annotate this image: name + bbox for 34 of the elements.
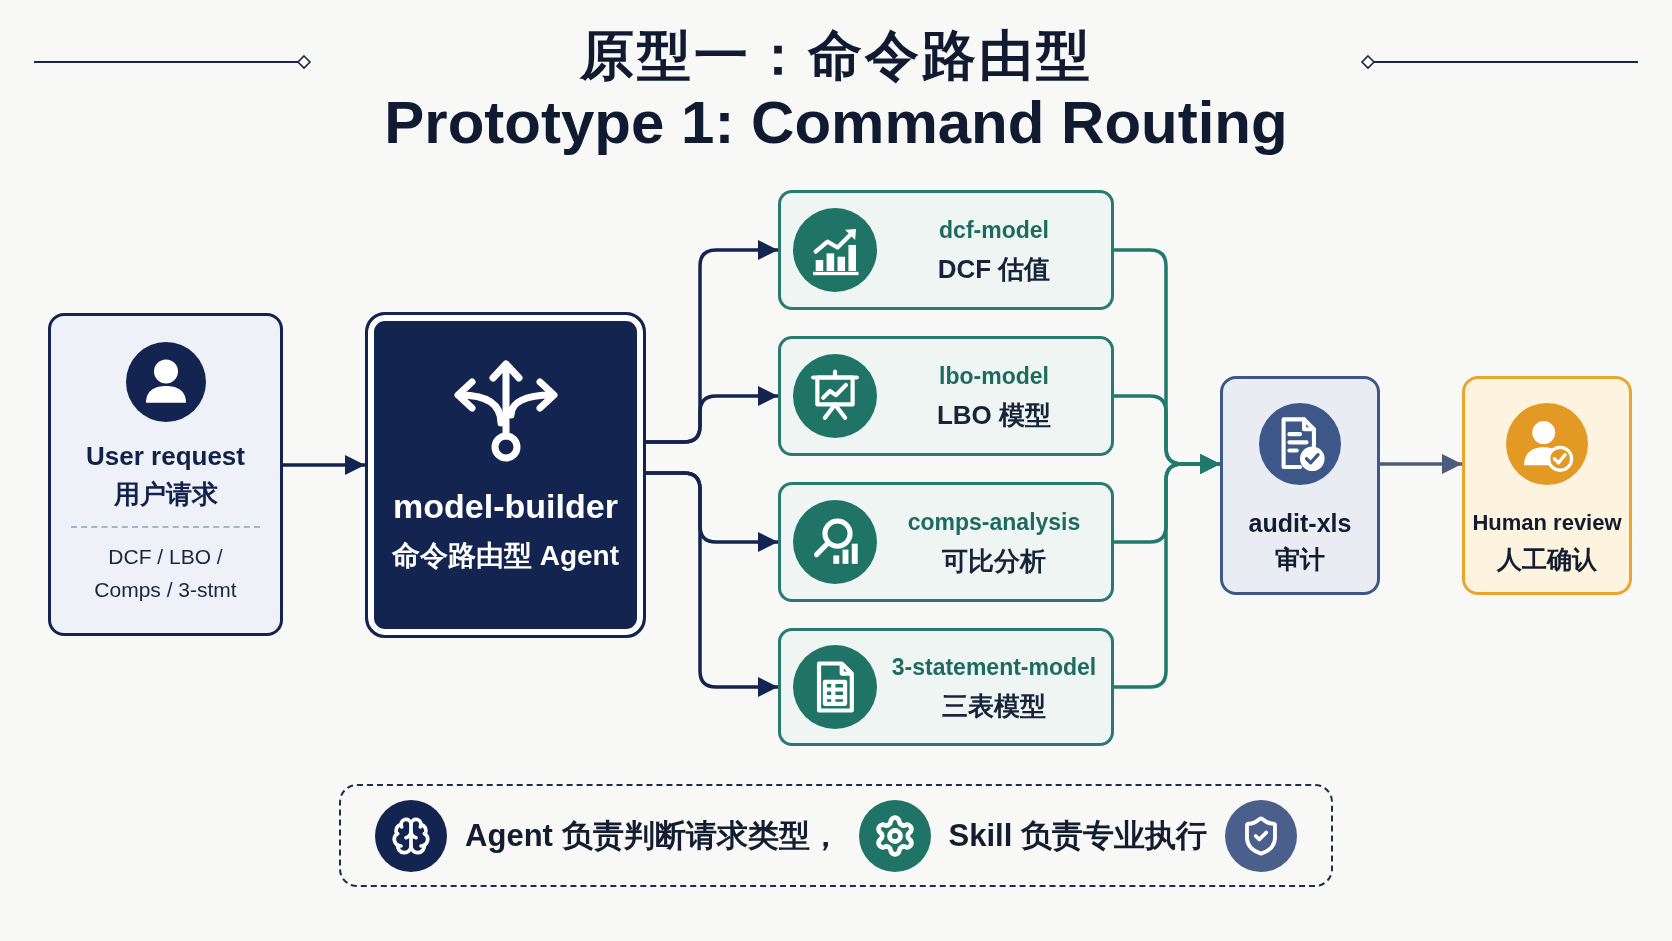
skill-card xyxy=(778,628,1114,746)
skill-label: 三表模型 xyxy=(942,690,1046,723)
card-subtitle: 用户请求 xyxy=(113,478,218,511)
note-banner xyxy=(339,784,1333,887)
audit-card xyxy=(1220,376,1380,595)
note-text: Agent 负责判断请求类型， xyxy=(465,816,841,855)
skill-label: DCF 估值 xyxy=(937,253,1051,286)
arrow xyxy=(1380,454,1462,474)
skill-label: LBO 模型 xyxy=(936,399,1052,432)
note-text: Skill 负责专业执行 xyxy=(948,816,1207,855)
skill-label: 可比分析 xyxy=(942,545,1046,578)
page-subtitle: Prototype 1: Command Routing xyxy=(384,88,1288,158)
skill-name: 3-statement-model xyxy=(891,653,1097,682)
agent-name: model-builder xyxy=(393,486,618,527)
skill-card xyxy=(778,482,1114,602)
agent-card xyxy=(365,312,646,638)
request-card xyxy=(48,313,283,636)
review-card xyxy=(1462,376,1632,595)
skill-name: comps-analysis xyxy=(907,508,1081,537)
skill-card xyxy=(778,190,1114,310)
arrow xyxy=(646,386,778,444)
description-text: DCF / LBO / Comps / 3-stmt xyxy=(93,544,238,603)
card-subtitle: 人工确认 xyxy=(1497,544,1597,575)
card-subtitle: 审计 xyxy=(1275,544,1325,575)
skill-name: dcf-model xyxy=(939,216,1049,245)
card-title: Human review xyxy=(1472,509,1622,537)
arrow xyxy=(646,471,778,697)
card-title: User request xyxy=(86,440,245,473)
arrow xyxy=(283,455,365,475)
agent-label: 命令路由型 Agent xyxy=(391,539,620,573)
card-title: audit-xls xyxy=(1248,508,1352,539)
skill-card xyxy=(778,336,1114,456)
page-title: 原型一：命令路由型 xyxy=(579,24,1093,87)
skill-name: lbo-model xyxy=(939,362,1049,391)
